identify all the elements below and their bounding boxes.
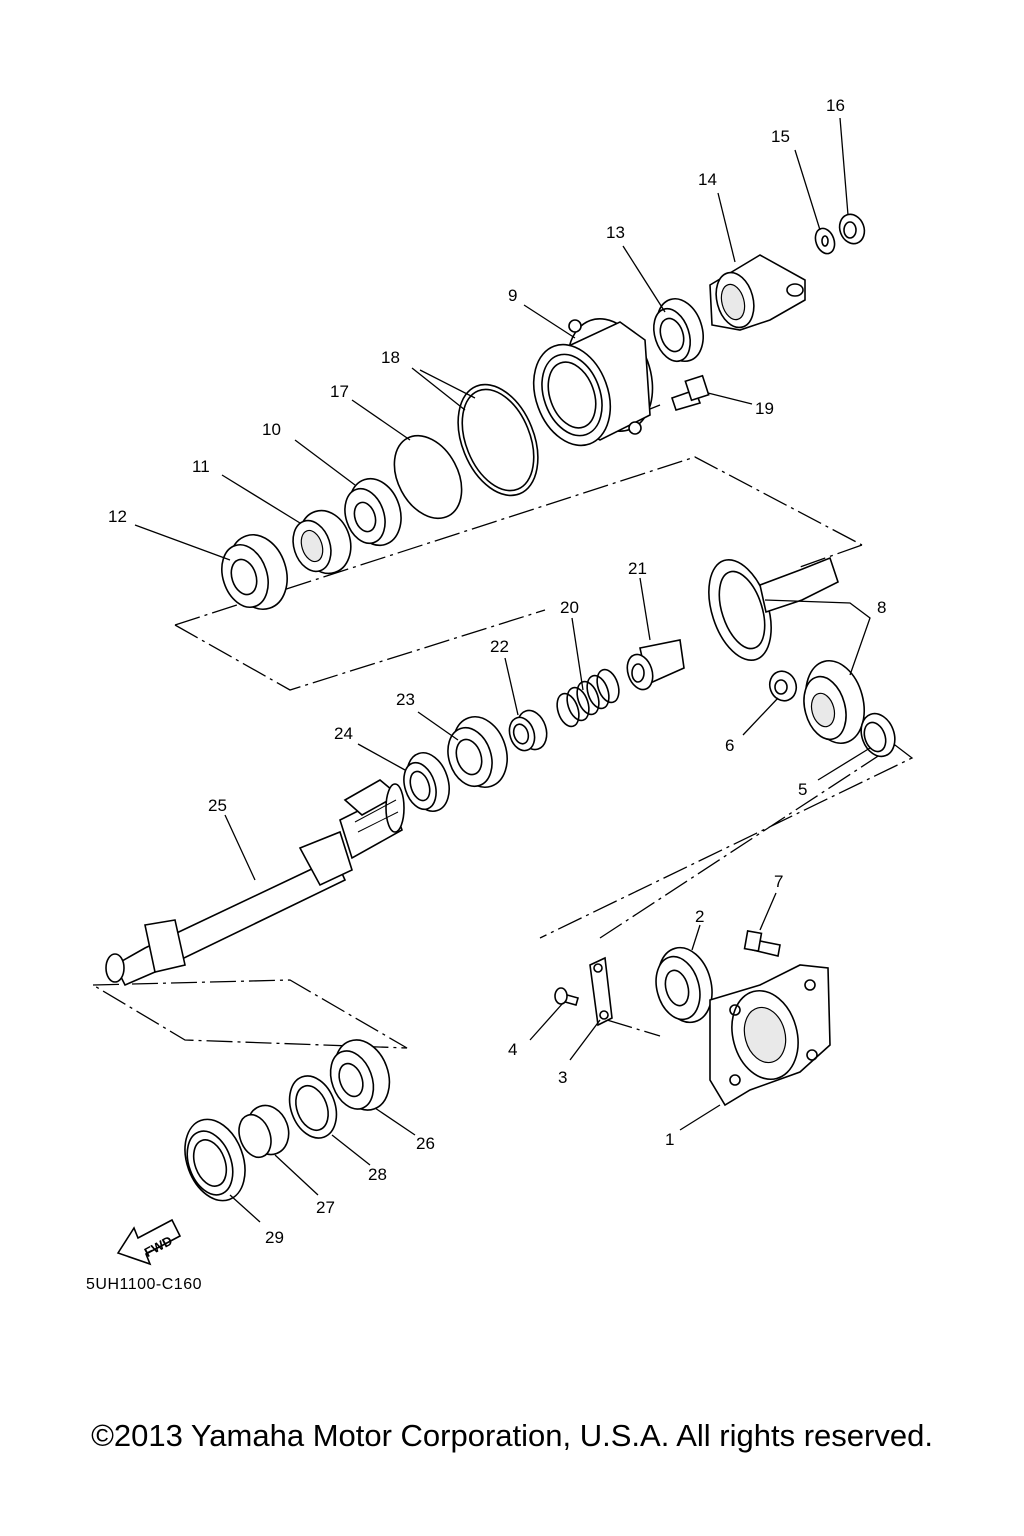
callout-29: 29 [265, 1228, 284, 1247]
callout-26: 26 [416, 1134, 435, 1153]
callout-1: 1 [665, 1130, 674, 1149]
part-26-bearing [329, 1039, 391, 1111]
group-outlines [92, 404, 914, 1049]
callout-3: 3 [558, 1068, 567, 1087]
callout-5: 5 [798, 780, 807, 799]
part-7-bolt [743, 929, 781, 957]
callout-25: 25 [208, 796, 227, 815]
part-22-collar [508, 709, 548, 752]
callout-8: 8 [877, 598, 886, 617]
part-3-plate [589, 956, 613, 1027]
callout-7: 7 [774, 872, 783, 891]
callout-12: 12 [108, 507, 127, 526]
part-20-spring [556, 668, 620, 728]
part-8-gear-set [708, 556, 865, 745]
callout-17: 17 [330, 382, 349, 401]
callout-9: 9 [508, 286, 517, 305]
copyright-notice: ©2013 Yamaha Motor Corporation, U.S.A. A… [91, 1418, 933, 1453]
part-19-bolt [670, 374, 710, 411]
part-12-bearing [221, 534, 288, 610]
callout-6: 6 [725, 736, 734, 755]
callout-28: 28 [368, 1165, 387, 1184]
part-16-nut [838, 213, 866, 245]
callout-2: 2 [695, 907, 704, 926]
part-6-nut [768, 670, 798, 702]
callout-16: 16 [826, 96, 845, 115]
part-21-cam [626, 639, 685, 691]
part-25-drive-shaft [105, 779, 405, 987]
callout-15: 15 [771, 127, 790, 146]
part-2-bearing [655, 946, 713, 1024]
callout-19: 19 [755, 399, 774, 418]
callout-4: 4 [508, 1040, 517, 1059]
callout-13: 13 [606, 223, 625, 242]
diagram-code-label: 5UH1100-C160 [86, 1276, 202, 1293]
part-15-washer [814, 227, 836, 255]
part-13-oil-seal [653, 298, 704, 363]
callout-18: 18 [381, 348, 400, 367]
part-1-bearing-retainer [709, 964, 831, 1107]
leader-lines [134, 117, 871, 1223]
callout-20: 20 [560, 598, 579, 617]
callout-10: 10 [262, 420, 281, 439]
part-10-bearing [344, 477, 402, 547]
part-11-locknut [292, 509, 352, 575]
part-27-collar [238, 1104, 290, 1159]
callout-23: 23 [396, 690, 415, 709]
callout-22: 22 [490, 637, 509, 656]
part-14-yoke [709, 254, 806, 331]
part-24-oil-seal [403, 752, 450, 812]
part-9-bearing-housing [532, 318, 654, 447]
part-5-shim [860, 712, 896, 758]
callout-27: 27 [316, 1198, 335, 1217]
part-4-screw [554, 987, 579, 1006]
fwd-arrow: FWD [116, 1218, 182, 1266]
callout-21: 21 [628, 559, 647, 578]
callout-11: 11 [192, 457, 210, 476]
callout-24: 24 [334, 724, 353, 743]
callout-numbers: 1 2 3 4 5 6 7 8 9 10 11 12 13 14 15 16 1… [108, 96, 886, 1247]
part-23-bearing [447, 716, 508, 788]
callout-14: 14 [698, 170, 717, 189]
part-18-shim [457, 383, 539, 497]
part-29-oil-seal [184, 1118, 246, 1202]
part-28-circlip [288, 1075, 338, 1139]
